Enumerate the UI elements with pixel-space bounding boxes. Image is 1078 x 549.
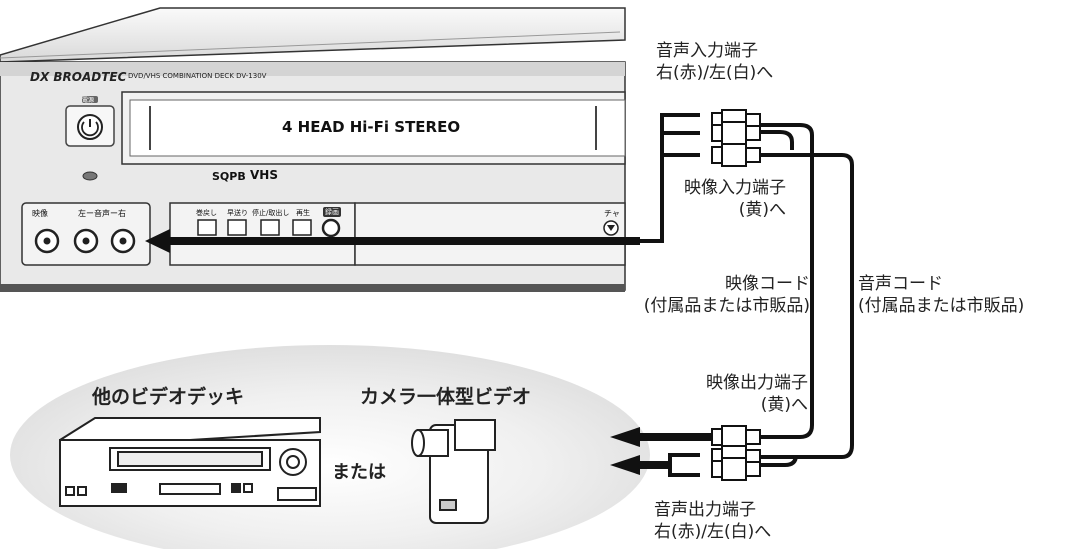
deck-button-stop: 停止/取出し — [252, 209, 290, 217]
video-in-line2: (黄)へ — [738, 200, 786, 220]
deck-button-play: 再生 — [296, 209, 310, 217]
transport-buttons — [197, 219, 312, 236]
video-cord-label: 映像コード (付属品または市販品) — [566, 273, 810, 317]
deck-channel: チャ — [604, 209, 620, 218]
deck-head-label: 4 HEAD Hi-Fi STEREO — [282, 118, 461, 136]
deck-button-rec: 録画 — [323, 207, 341, 217]
top-plugs — [711, 109, 761, 167]
video-in-line1: 映像入力端子 — [684, 178, 786, 198]
video-out-line2: (黄)へ — [760, 395, 808, 415]
video-out-label: 映像出力端子 (黄)へ — [652, 372, 808, 416]
audio-cord-line1: 音声コード — [858, 274, 943, 294]
audio-out-label: 音声出力端子 右(赤)/左(白)へ — [654, 499, 771, 543]
deck-unit — [0, 7, 626, 292]
camcorder-label: カメラ一体型ビデオ — [360, 386, 532, 408]
video-out-line1: 映像出力端子 — [706, 373, 808, 393]
deck-brand: DX BROADTEC — [30, 70, 127, 84]
video-cord-line1: 映像コード — [725, 274, 810, 294]
deck-button-rewind: 巻戻し — [196, 209, 217, 217]
audio-in-label: 音声入力端子 右(赤)/左(白)へ — [656, 40, 773, 84]
deck-button-ff: 早送り — [227, 209, 248, 217]
video-in-arrow — [145, 229, 640, 253]
audio-in-line2: 右(赤)/左(白)へ — [656, 63, 774, 83]
deck-input-video-label: 映像 — [32, 209, 48, 218]
video-cord-line2: (付属品または市販品) — [643, 296, 810, 316]
deck-input-audio-label: 左ー音声ー右 — [78, 209, 126, 218]
audio-out-arrow — [610, 455, 670, 475]
audio-in-line1: 音声入力端子 — [656, 41, 758, 61]
bottom-plugs — [711, 425, 761, 481]
audio-cord-label: 音声コード (付属品または市販品) — [858, 273, 1024, 317]
deck-power-label: 電源 — [82, 97, 95, 104]
video-out-arrow — [610, 427, 712, 447]
audio-out-line2: 右(赤)/左(白)へ — [654, 522, 772, 542]
cords — [640, 113, 854, 477]
deck-logos: SQPB — [212, 170, 246, 183]
audio-cord-line2: (付属品または市販品) — [858, 296, 1025, 316]
video-in-label: 映像入力端子 (黄)へ — [652, 177, 786, 221]
other-vcr-drawing — [59, 417, 321, 507]
or-label: または — [332, 462, 386, 483]
audio-out-line1: 音声出力端子 — [654, 500, 756, 520]
deck-model: DVD/VHS COMBINATION DECK DV-130V — [128, 72, 267, 80]
deck-vhs: VHS — [250, 168, 278, 182]
other-vcr-label: 他のビデオデッキ — [92, 386, 245, 408]
camcorder-drawing — [411, 419, 496, 524]
